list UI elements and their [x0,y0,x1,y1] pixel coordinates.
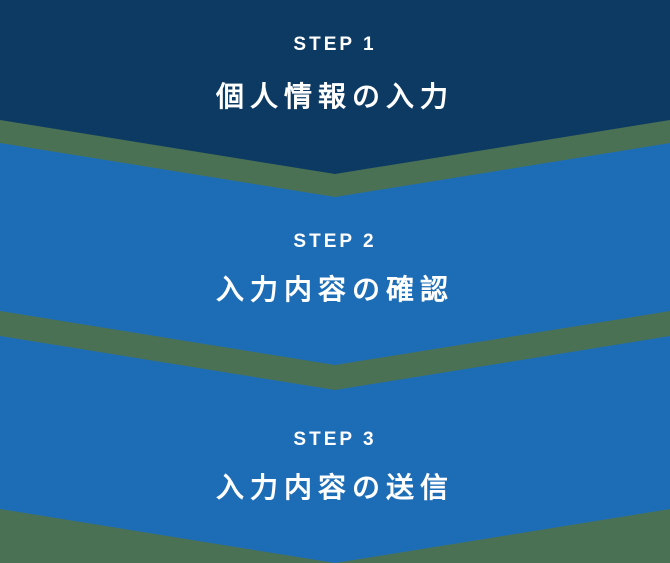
step-1-title: 個人情報の入力 [215,81,454,112]
step-2-label: STEP 2 [293,231,377,252]
step-1-chevron: STEP 1 個人情報の入力 [0,0,670,174]
step-1-label: STEP 1 [293,34,377,55]
step-2-chevron: STEP 2 入力内容の確認 [0,143,670,365]
step-2-title: 入力内容の確認 [215,274,454,305]
step-3-chevron: STEP 3 入力内容の送信 [0,336,670,563]
step-3-label: STEP 3 [293,429,377,450]
step-3-title: 入力内容の送信 [215,472,454,503]
